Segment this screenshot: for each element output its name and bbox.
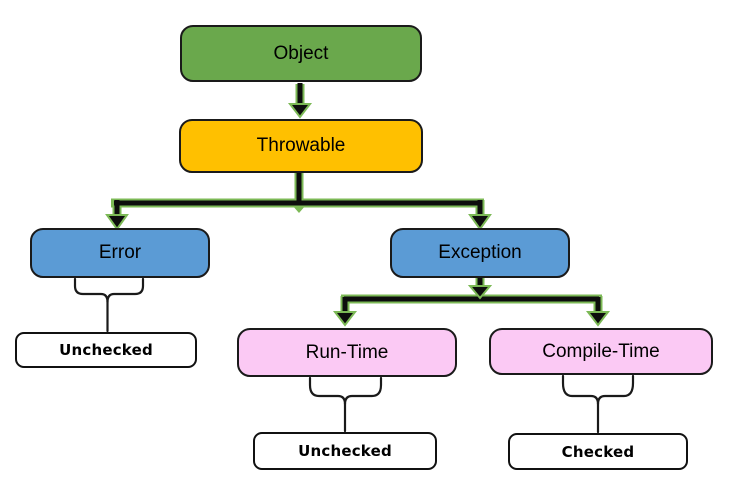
node-throwable-label: Throwable: [256, 135, 346, 156]
arrowhead-error: [105, 214, 129, 231]
arrowhead-exception: [468, 214, 492, 231]
node-run-time-label: Run-Time: [305, 341, 389, 363]
node-object-label: Object: [273, 42, 329, 64]
node-compile-time-label: Compile-Time: [542, 340, 660, 362]
leaf-runtime-unchecked-label: Unchecked: [298, 442, 392, 460]
node-run-time: Run-Time: [237, 328, 457, 377]
arrowhead-runtime: [332, 311, 358, 327]
node-compile-time: Compile-Time: [489, 328, 713, 375]
arrowhead-exception-branch: [467, 285, 493, 300]
leaf-compiletime-checked: Checked: [508, 433, 688, 470]
brace-runtime-left-stem: [308, 376, 347, 433]
arrowheads: [105, 103, 611, 327]
node-error-label: Error: [98, 242, 142, 263]
edge-cores: [114, 83, 601, 313]
node-error: Error: [30, 228, 210, 278]
node-exception-label: Exception: [438, 242, 522, 263]
brace-compiletime-left-stem: [561, 374, 600, 434]
node-exception: Exception: [390, 228, 570, 278]
node-object: Object: [180, 25, 422, 82]
leaf-runtime-unchecked: Unchecked: [253, 432, 437, 470]
brace-runtime-right: [343, 376, 383, 406]
junction-green-tip: [292, 205, 306, 213]
arrowhead-throwable: [287, 103, 313, 119]
brace-connectors: [73, 277, 635, 434]
leaf-error-unchecked-label: Unchecked: [59, 341, 153, 359]
leaf-error-unchecked: Unchecked: [15, 332, 197, 368]
brace-error-left-stem: [73, 277, 109, 333]
node-throwable: Throwable: [179, 119, 423, 173]
brace-compiletime-right: [596, 374, 635, 406]
leaf-compiletime-checked-label: Checked: [561, 442, 635, 461]
arrowhead-compiletime: [585, 311, 611, 327]
brace-error-right: [106, 277, 145, 304]
